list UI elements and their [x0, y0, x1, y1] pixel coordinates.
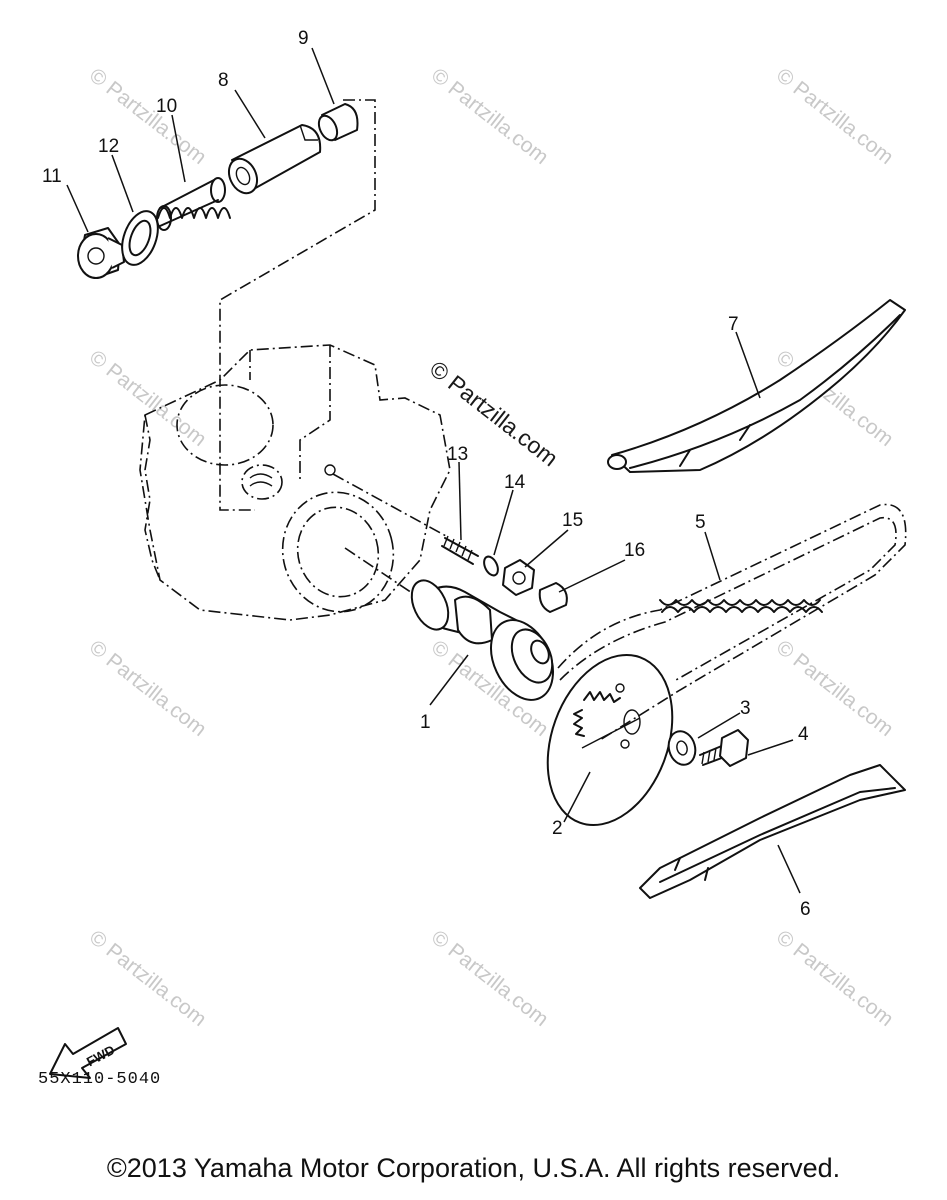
- watermark-text: © Partzilla.com: [427, 64, 553, 169]
- watermark-text: © Partzilla.com: [427, 926, 553, 1031]
- tensioner-spring-part: [156, 177, 231, 231]
- callout-label: 12: [98, 136, 119, 157]
- callout-label: 13: [447, 444, 468, 465]
- callout-leaders: [66, 47, 801, 894]
- cam-chain-part: [557, 503, 907, 741]
- nut-part: [502, 559, 535, 596]
- camshaft-part: [410, 579, 554, 701]
- callout-label: 10: [156, 96, 177, 117]
- chain-guide-part: [639, 764, 906, 899]
- rod-tip-part: [317, 103, 359, 142]
- chain-tensioner-guide-part: [607, 299, 906, 473]
- callout-label: 6: [800, 899, 811, 920]
- callout-label: 14: [504, 472, 526, 493]
- callout-label: 5: [695, 512, 706, 533]
- callout-labels: 1 2 3 4 5 6 7 8 9 10 11 12 13 14 15 16: [42, 28, 811, 920]
- callout-label: 11: [42, 166, 62, 187]
- callout-label: 3: [740, 698, 751, 719]
- callout-label: 4: [798, 724, 809, 745]
- washer-part: [667, 730, 697, 766]
- bolt-part: [699, 729, 749, 767]
- callout-label: 7: [728, 314, 739, 335]
- callout-label: 9: [298, 28, 309, 49]
- o-ring-part: [483, 555, 499, 577]
- callout-label: 16: [624, 540, 645, 561]
- cylinder-head-outline: [139, 344, 451, 621]
- gasket-part: [121, 210, 159, 266]
- callout-label: 8: [218, 70, 229, 91]
- watermark-center-text: © Partzilla.com: [425, 355, 563, 471]
- stud-bolt-part: [441, 535, 479, 565]
- callout-label: 2: [552, 818, 563, 839]
- copyright-notice: ©2013 Yamaha Motor Corporation, U.S.A. A…: [106, 1153, 841, 1183]
- tensioner-cap-bolt-part: [77, 227, 125, 279]
- cam-sprocket-part: [546, 653, 674, 827]
- watermark-text: © Partzilla.com: [772, 64, 898, 169]
- watermark-grid: © Partzilla.com © Partzilla.com © Partzi…: [85, 64, 898, 1031]
- watermark-text: © Partzilla.com: [85, 636, 211, 741]
- cap-nut-part: [538, 582, 568, 613]
- callout-label: 15: [562, 510, 583, 531]
- tensioner-rod-part: [227, 124, 322, 195]
- drawing-code: 55X110-5040: [38, 1070, 162, 1089]
- watermark-text: © Partzilla.com: [85, 346, 211, 451]
- watermark-text: © Partzilla.com: [772, 636, 898, 741]
- watermark-text: © Partzilla.com: [772, 926, 898, 1031]
- callout-label: 1: [420, 712, 431, 733]
- watermark-text: © Partzilla.com: [85, 926, 211, 1031]
